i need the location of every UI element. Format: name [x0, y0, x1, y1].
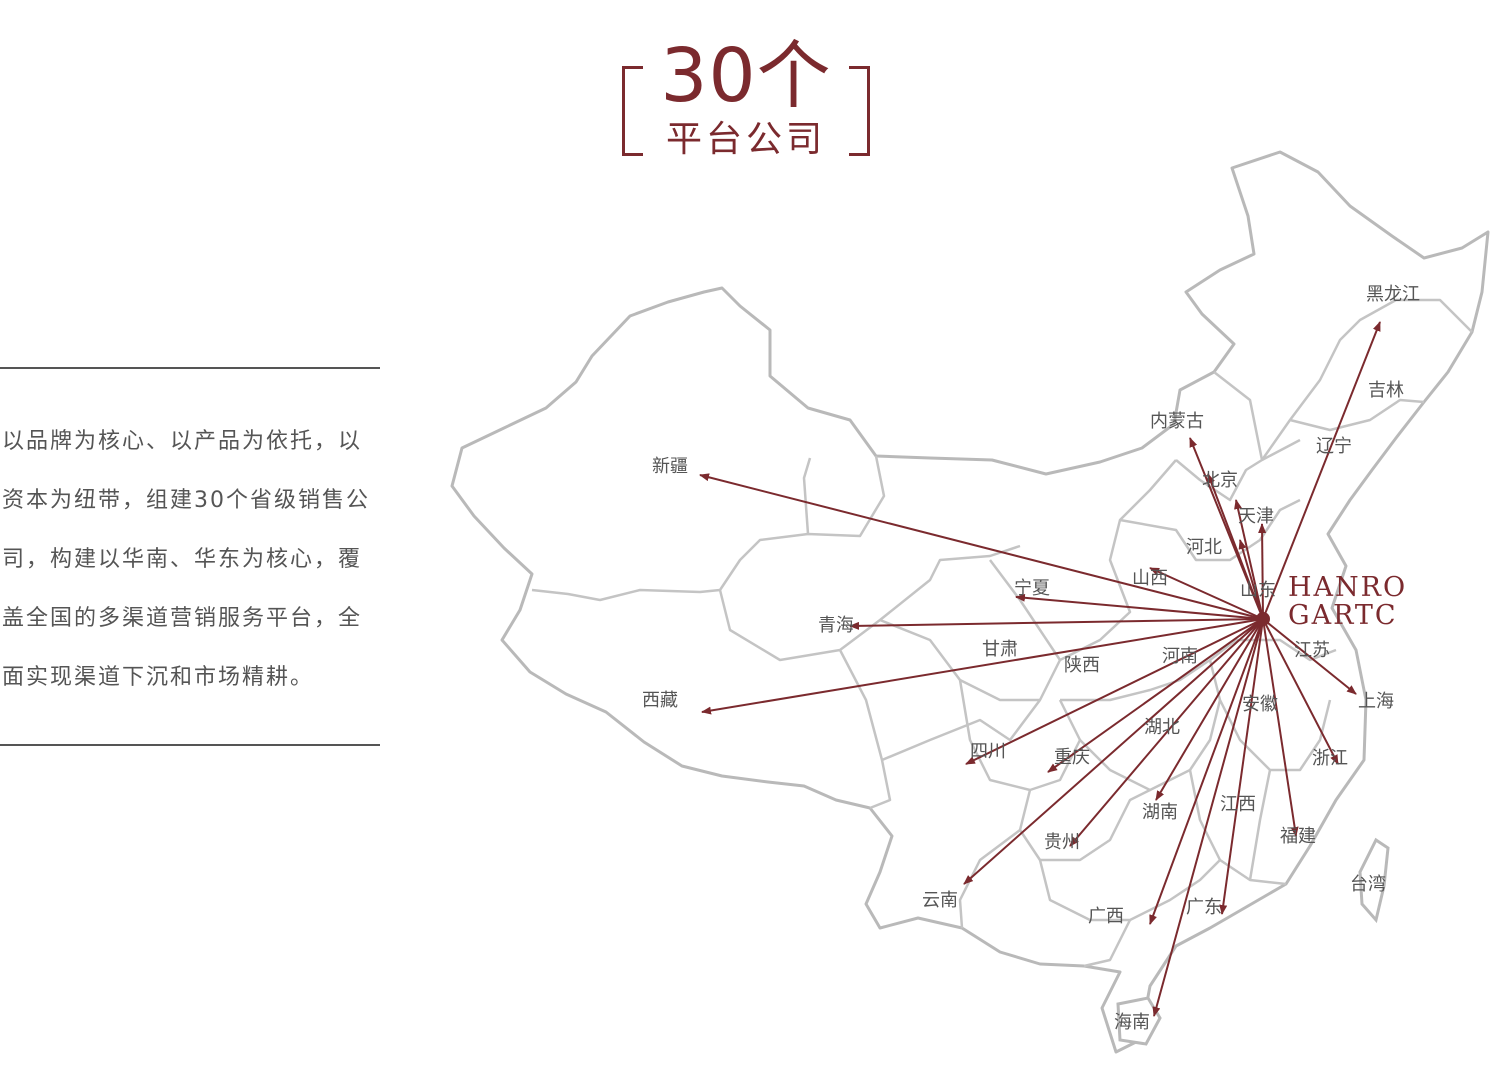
province-labels: 黑龙江 吉林 辽宁 内蒙古 北京 天津 河北 山西 山东 宁夏 新疆 青海 甘肃…: [642, 284, 1420, 1033]
brand-line-2: GARTC: [1288, 600, 1398, 631]
headline-subtitle: 平台公司: [665, 119, 826, 160]
taiwan-outline: [1358, 837, 1390, 924]
label-chongqing: 重庆: [1054, 747, 1090, 768]
arrow-shanghai: [1262, 618, 1357, 695]
brand-logo-text: HANRO GARTC: [1288, 574, 1428, 630]
label-guizhou: 贵州: [1044, 832, 1080, 853]
label-shanxi: 山西: [1132, 568, 1168, 589]
arrow-ningxia: [1015, 593, 1264, 620]
arrow-guangdong: [1219, 618, 1264, 915]
arrow-hebei: [1238, 539, 1264, 620]
label-beijing: 北京: [1202, 470, 1238, 491]
label-xizang: 西藏: [642, 690, 678, 711]
label-neimenggu: 内蒙古: [1150, 411, 1204, 432]
label-fujian: 福建: [1280, 826, 1316, 847]
label-anhui: 安徽: [1242, 694, 1278, 715]
arrow-tianjin: [1234, 499, 1264, 620]
label-hubei: 湖北: [1144, 717, 1180, 738]
headline-number: 30个: [660, 33, 832, 119]
label-xinjiang: 新疆: [652, 456, 688, 477]
arrow-yunnan: [963, 618, 1264, 885]
arrow-beijing: [1207, 473, 1264, 620]
label-yunnan: 云南: [922, 890, 958, 911]
label-gansu: 甘肃: [982, 639, 1018, 660]
label-shanghai: 上海: [1358, 691, 1394, 712]
description-line: 盖全国的多渠道营销服务平台，全: [2, 606, 363, 631]
arrow-hunan: [1155, 618, 1264, 801]
arrow-guizhou: [1069, 618, 1264, 847]
brand-line-1: HANRO: [1288, 572, 1408, 603]
label-guangxi: 广西: [1088, 906, 1124, 927]
right-bracket: [849, 66, 870, 156]
arrow-guangxi: [1149, 618, 1264, 925]
arrow-xinjiang: [699, 473, 1264, 620]
top-divider: [0, 367, 380, 369]
arrow-xizang: [701, 618, 1264, 715]
label-shaanxi: 陕西: [1064, 655, 1100, 676]
label-jiangxi: 江西: [1220, 794, 1256, 815]
arrow-chongqing: [1047, 618, 1264, 773]
description-line: 以品牌为核心、以产品为依托，以: [2, 429, 363, 454]
arrow-zhejiang: [1262, 618, 1339, 765]
description-line: 司，构建以华南、华东为核心，覆: [2, 547, 363, 572]
bottom-divider: [0, 744, 380, 746]
left-bracket: [622, 66, 643, 156]
label-ningxia: 宁夏: [1014, 578, 1050, 599]
route-arrows: [699, 321, 1381, 1017]
label-sichuan: 四川: [970, 741, 1006, 762]
label-qinghai: 青海: [818, 615, 854, 636]
description-line: 面实现渠道下沉和市场精耕。: [2, 665, 315, 690]
label-zhejiang: 浙江: [1312, 748, 1348, 769]
arrow-heilongjiang: [1262, 321, 1381, 620]
description-text: 以品牌为核心、以产品为依托，以 资本为纽带，组建30个省级销售公 司，构建以华南…: [2, 412, 386, 707]
province-borders: [531, 298, 1473, 968]
china-outline: [450, 150, 1490, 1054]
description-line: 资本为纽带，组建30个省级销售公: [2, 488, 370, 513]
label-hebei: 河北: [1186, 537, 1222, 558]
label-liaoning: 辽宁: [1316, 436, 1352, 457]
headquarters-dot: [1256, 612, 1270, 626]
label-shandong: 山东: [1240, 580, 1276, 601]
label-hainan: 海南: [1114, 1012, 1150, 1033]
arrow-shandong: [1258, 523, 1267, 620]
label-henan: 河南: [1162, 646, 1198, 667]
arrow-qinghai: [849, 618, 1264, 630]
hainan-outline: [1116, 996, 1162, 1046]
arrow-sichuan: [965, 618, 1264, 765]
label-taiwan: 台湾: [1350, 874, 1386, 895]
label-tianjin: 天津: [1238, 506, 1274, 527]
arrow-fujian: [1262, 618, 1299, 837]
label-jilin: 吉林: [1368, 380, 1404, 401]
label-heilongjiang: 黑龙江: [1366, 284, 1420, 305]
label-jiangsu: 江苏: [1294, 640, 1330, 661]
label-hunan: 湖南: [1142, 802, 1178, 823]
arrow-hainan: [1152, 618, 1264, 1017]
arrow-shanxi: [1149, 567, 1264, 620]
label-guangdong: 广东: [1186, 897, 1222, 918]
headline-group: 30个 平台公司: [618, 30, 874, 160]
